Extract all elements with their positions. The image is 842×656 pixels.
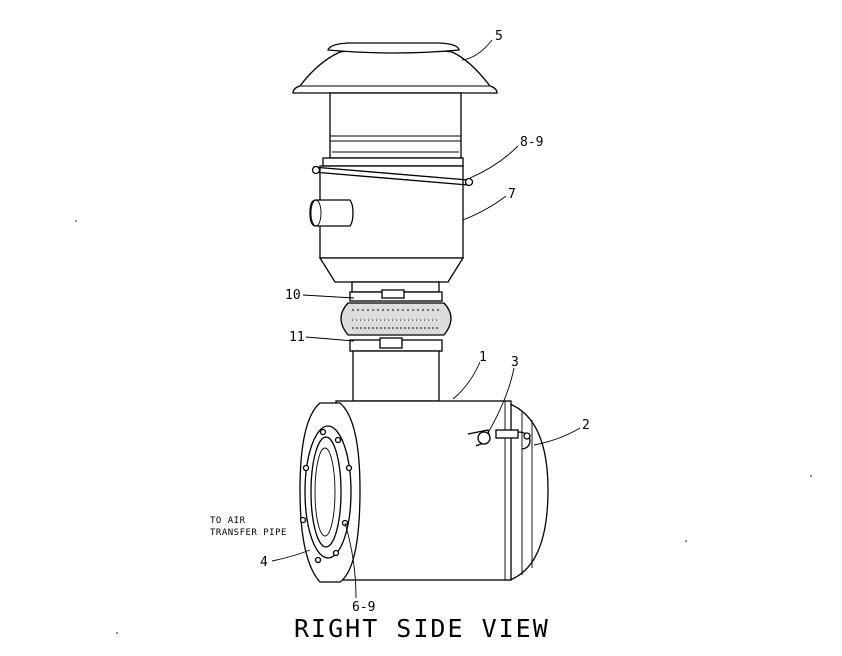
callout-3: 3 (511, 355, 519, 370)
rain-cap (292, 42, 498, 94)
callout-2: 2 (582, 418, 590, 433)
note-line-2: TRANSFER PIPE (210, 528, 287, 538)
callout-4: 4 (260, 555, 268, 570)
callouts: 5 8-9 7 10 11 1 3 2 4 6-9 (260, 29, 590, 615)
callout-5: 5 (495, 29, 503, 44)
callout-6-9: 6-9 (352, 600, 375, 615)
callout-1: 1 (479, 350, 487, 365)
note-line-1: TO AIR (210, 516, 246, 526)
inlet-end-cap (299, 402, 361, 583)
outlet-tube (352, 350, 440, 402)
hose-assembly (340, 281, 452, 352)
callout-7: 7 (508, 187, 516, 202)
main-canister (335, 400, 549, 581)
leader-lines (271, 39, 581, 599)
scan-specks (75, 220, 812, 634)
band-clamp (311, 165, 474, 187)
upper-housing (309, 165, 465, 283)
callout-11: 11 (289, 330, 305, 345)
precleaner-cylinder (322, 92, 464, 167)
latch (467, 429, 531, 450)
callout-10: 10 (285, 288, 301, 303)
view-title: RIGHT SIDE VIEW (294, 614, 550, 643)
callout-8-9: 8-9 (520, 135, 543, 150)
